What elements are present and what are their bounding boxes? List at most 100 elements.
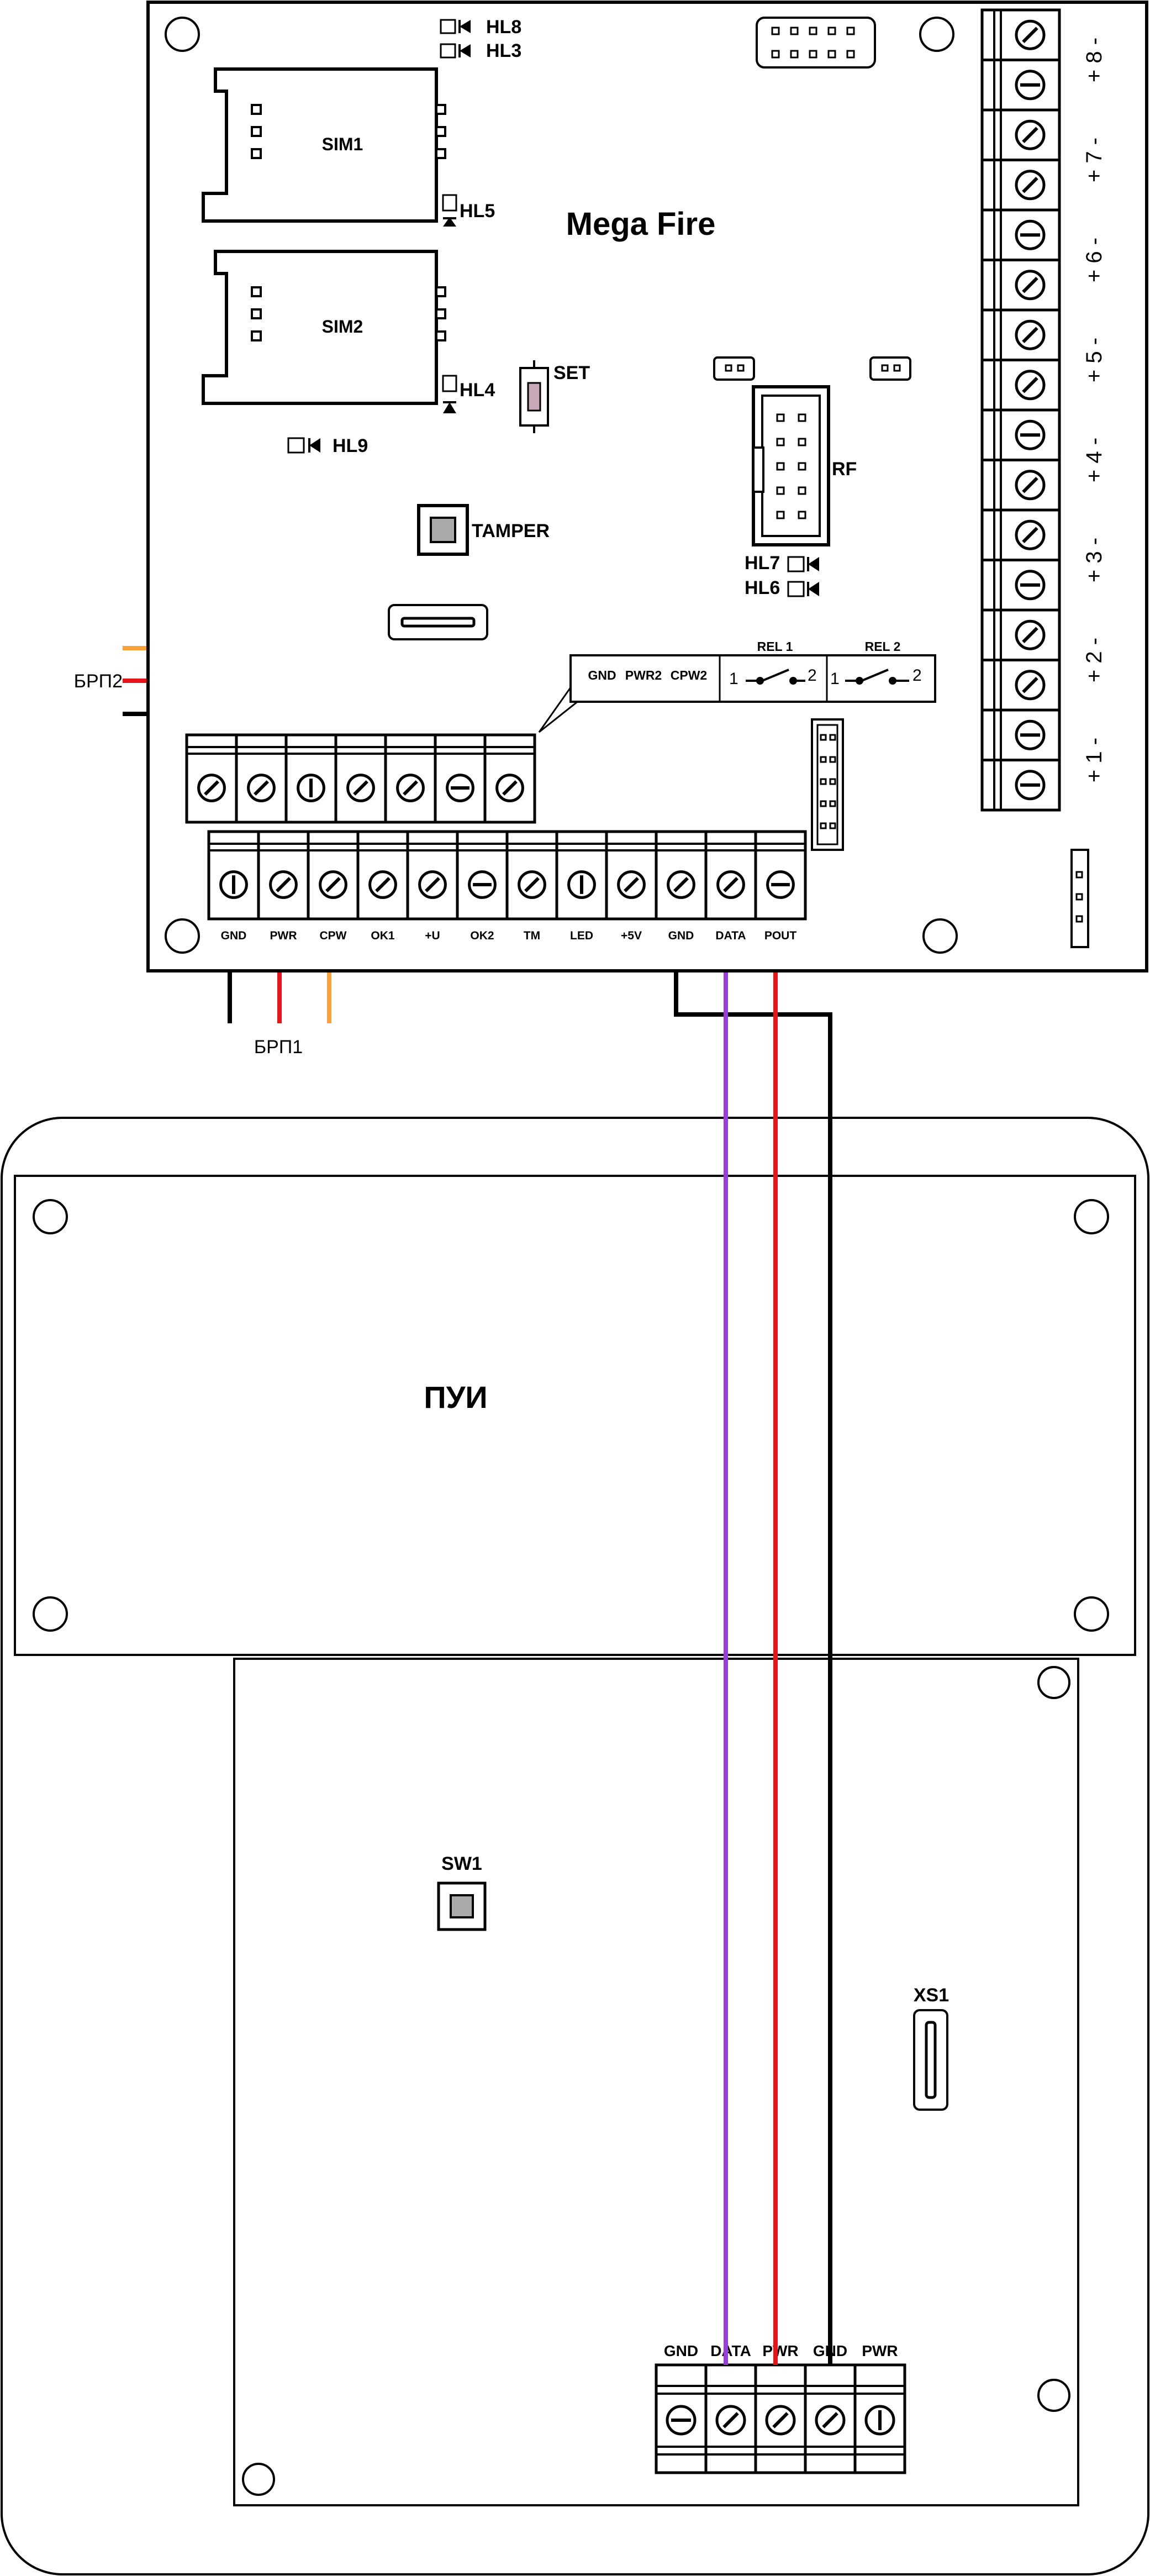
terminal-screw[interactable] xyxy=(980,608,1061,661)
rel1-contact-symbol xyxy=(746,669,805,685)
mount-hole xyxy=(1074,1596,1109,1632)
terminal-screw[interactable] xyxy=(207,830,260,921)
mount-hole xyxy=(165,918,200,954)
terminal-label: TM xyxy=(524,929,540,942)
rel2-contact-1: 1 xyxy=(830,670,840,688)
terminal-screw[interactable] xyxy=(406,830,459,921)
sw1-button[interactable] xyxy=(437,1881,487,1931)
terminal-screw[interactable] xyxy=(980,659,1061,712)
zone-label: + 2 - xyxy=(1082,638,1106,682)
sim2-holder: SIM2 xyxy=(202,250,446,405)
sim1-holder: SIM1 xyxy=(202,67,446,223)
terminal-screw[interactable] xyxy=(980,708,1061,761)
led-hl5: HL5 xyxy=(442,194,495,227)
tamper-switch[interactable] xyxy=(417,504,469,556)
mount-hole xyxy=(242,2463,275,2496)
terminal-label: OK1 xyxy=(371,929,395,942)
terminal-screw[interactable] xyxy=(980,108,1061,161)
terminal-screw[interactable] xyxy=(704,2363,757,2474)
terminal-label: DATA xyxy=(715,929,746,942)
terminal-screw[interactable] xyxy=(853,2363,906,2474)
relay-box: GND PWR2 CPW2 REL 1 REL 2 1 2 1 2 xyxy=(538,639,936,733)
terminal-label: GND xyxy=(221,929,247,942)
terminal-screw[interactable] xyxy=(980,159,1061,212)
terminal-screw[interactable] xyxy=(980,559,1061,612)
terminal-screw[interactable] xyxy=(980,408,1061,461)
terminal-screw[interactable] xyxy=(980,259,1061,312)
sw1-label: SW1 xyxy=(441,1853,482,1874)
zone-label: + 1 - xyxy=(1082,738,1106,782)
xs1-label: XS1 xyxy=(914,1985,949,2006)
terminal-screw[interactable] xyxy=(754,2363,807,2474)
led-hl3: HL3 xyxy=(440,40,521,61)
terminal-screw[interactable] xyxy=(655,830,708,921)
terminal-screw[interactable] xyxy=(483,733,536,824)
terminal-label: +U xyxy=(425,929,440,942)
hl9-label: HL9 xyxy=(333,435,368,456)
tamper-label: TAMPER xyxy=(472,521,550,542)
terminal-screw[interactable] xyxy=(804,2363,857,2474)
terminal-screw[interactable] xyxy=(257,830,310,921)
terminal-screw[interactable] xyxy=(980,8,1061,61)
terminal-screw[interactable] xyxy=(434,733,487,824)
terminal-screw[interactable] xyxy=(754,830,807,921)
pwr2-cpw2-label: CPW2 xyxy=(671,668,707,682)
sim1-label: SIM1 xyxy=(322,134,363,154)
hl5-label: HL5 xyxy=(460,201,495,222)
xs1-connector xyxy=(913,2009,948,2111)
terminal-screw[interactable] xyxy=(980,59,1061,112)
terminal-screw[interactable] xyxy=(980,359,1061,412)
slot-connector xyxy=(388,604,488,640)
terminal-screw[interactable] xyxy=(456,830,509,921)
terminal-screw[interactable] xyxy=(505,830,558,921)
sim2-label: SIM2 xyxy=(322,317,363,337)
rel2-contact-symbol xyxy=(845,669,909,685)
mount-hole xyxy=(1037,1666,1070,1699)
zone-terminal-block: + 8 -+ 7 -+ 6 -+ 5 -+ 4 -+ 3 -+ 2 -+ 1 - xyxy=(980,8,1106,812)
zone-label: + 8 - xyxy=(1082,38,1106,82)
terminal-screw[interactable] xyxy=(307,830,360,921)
led-hl6: HL6 xyxy=(745,577,819,598)
mount-hole xyxy=(33,1199,68,1234)
terminal-screw[interactable] xyxy=(655,2363,708,2474)
zone-label: + 4 - xyxy=(1082,438,1106,482)
terminal-label: CPW xyxy=(320,929,347,942)
controller-board: Mega Fire SIM1 SIM2 HL8 xyxy=(146,1,1148,972)
pwr2-gnd-label: GND xyxy=(588,668,616,682)
power-terminal-block xyxy=(185,733,536,824)
terminal-screw[interactable] xyxy=(605,830,658,921)
zone-label: + 3 - xyxy=(1082,538,1106,582)
terminal-label: PWR xyxy=(862,2342,898,2359)
led-hl4: HL4 xyxy=(442,375,495,413)
hl4-label: HL4 xyxy=(460,380,495,401)
hl6-label: HL6 xyxy=(745,577,780,598)
terminal-screw[interactable] xyxy=(980,308,1061,361)
terminal-screw[interactable] xyxy=(185,733,238,824)
set-button[interactable] xyxy=(519,360,549,433)
hl7-label: HL7 xyxy=(745,553,780,574)
mount-hole xyxy=(1037,2379,1070,2412)
terminal-screw[interactable] xyxy=(980,208,1061,261)
terminal-label: OK2 xyxy=(470,929,494,942)
terminal-screw[interactable] xyxy=(284,733,337,824)
terminal-screw[interactable] xyxy=(334,733,387,824)
terminal-screw[interactable] xyxy=(235,733,288,824)
rel1-label: REL 1 xyxy=(757,639,793,654)
hl3-label: HL3 xyxy=(486,40,521,61)
rf-connector xyxy=(752,385,830,546)
mount-hole xyxy=(1074,1199,1109,1234)
terminal-label: LED xyxy=(570,929,593,942)
indicator-panel-top-board xyxy=(14,1175,1136,1656)
terminal-screw[interactable] xyxy=(980,759,1061,812)
terminal-screw[interactable] xyxy=(555,830,608,921)
terminal-screw[interactable] xyxy=(704,830,757,921)
terminal-screw[interactable] xyxy=(356,830,409,921)
mount-hole xyxy=(165,17,200,52)
terminal-screw[interactable] xyxy=(384,733,437,824)
terminal-screw[interactable] xyxy=(980,508,1061,561)
terminal-screw[interactable] xyxy=(980,459,1061,512)
rel2-contact-2: 2 xyxy=(912,666,922,685)
